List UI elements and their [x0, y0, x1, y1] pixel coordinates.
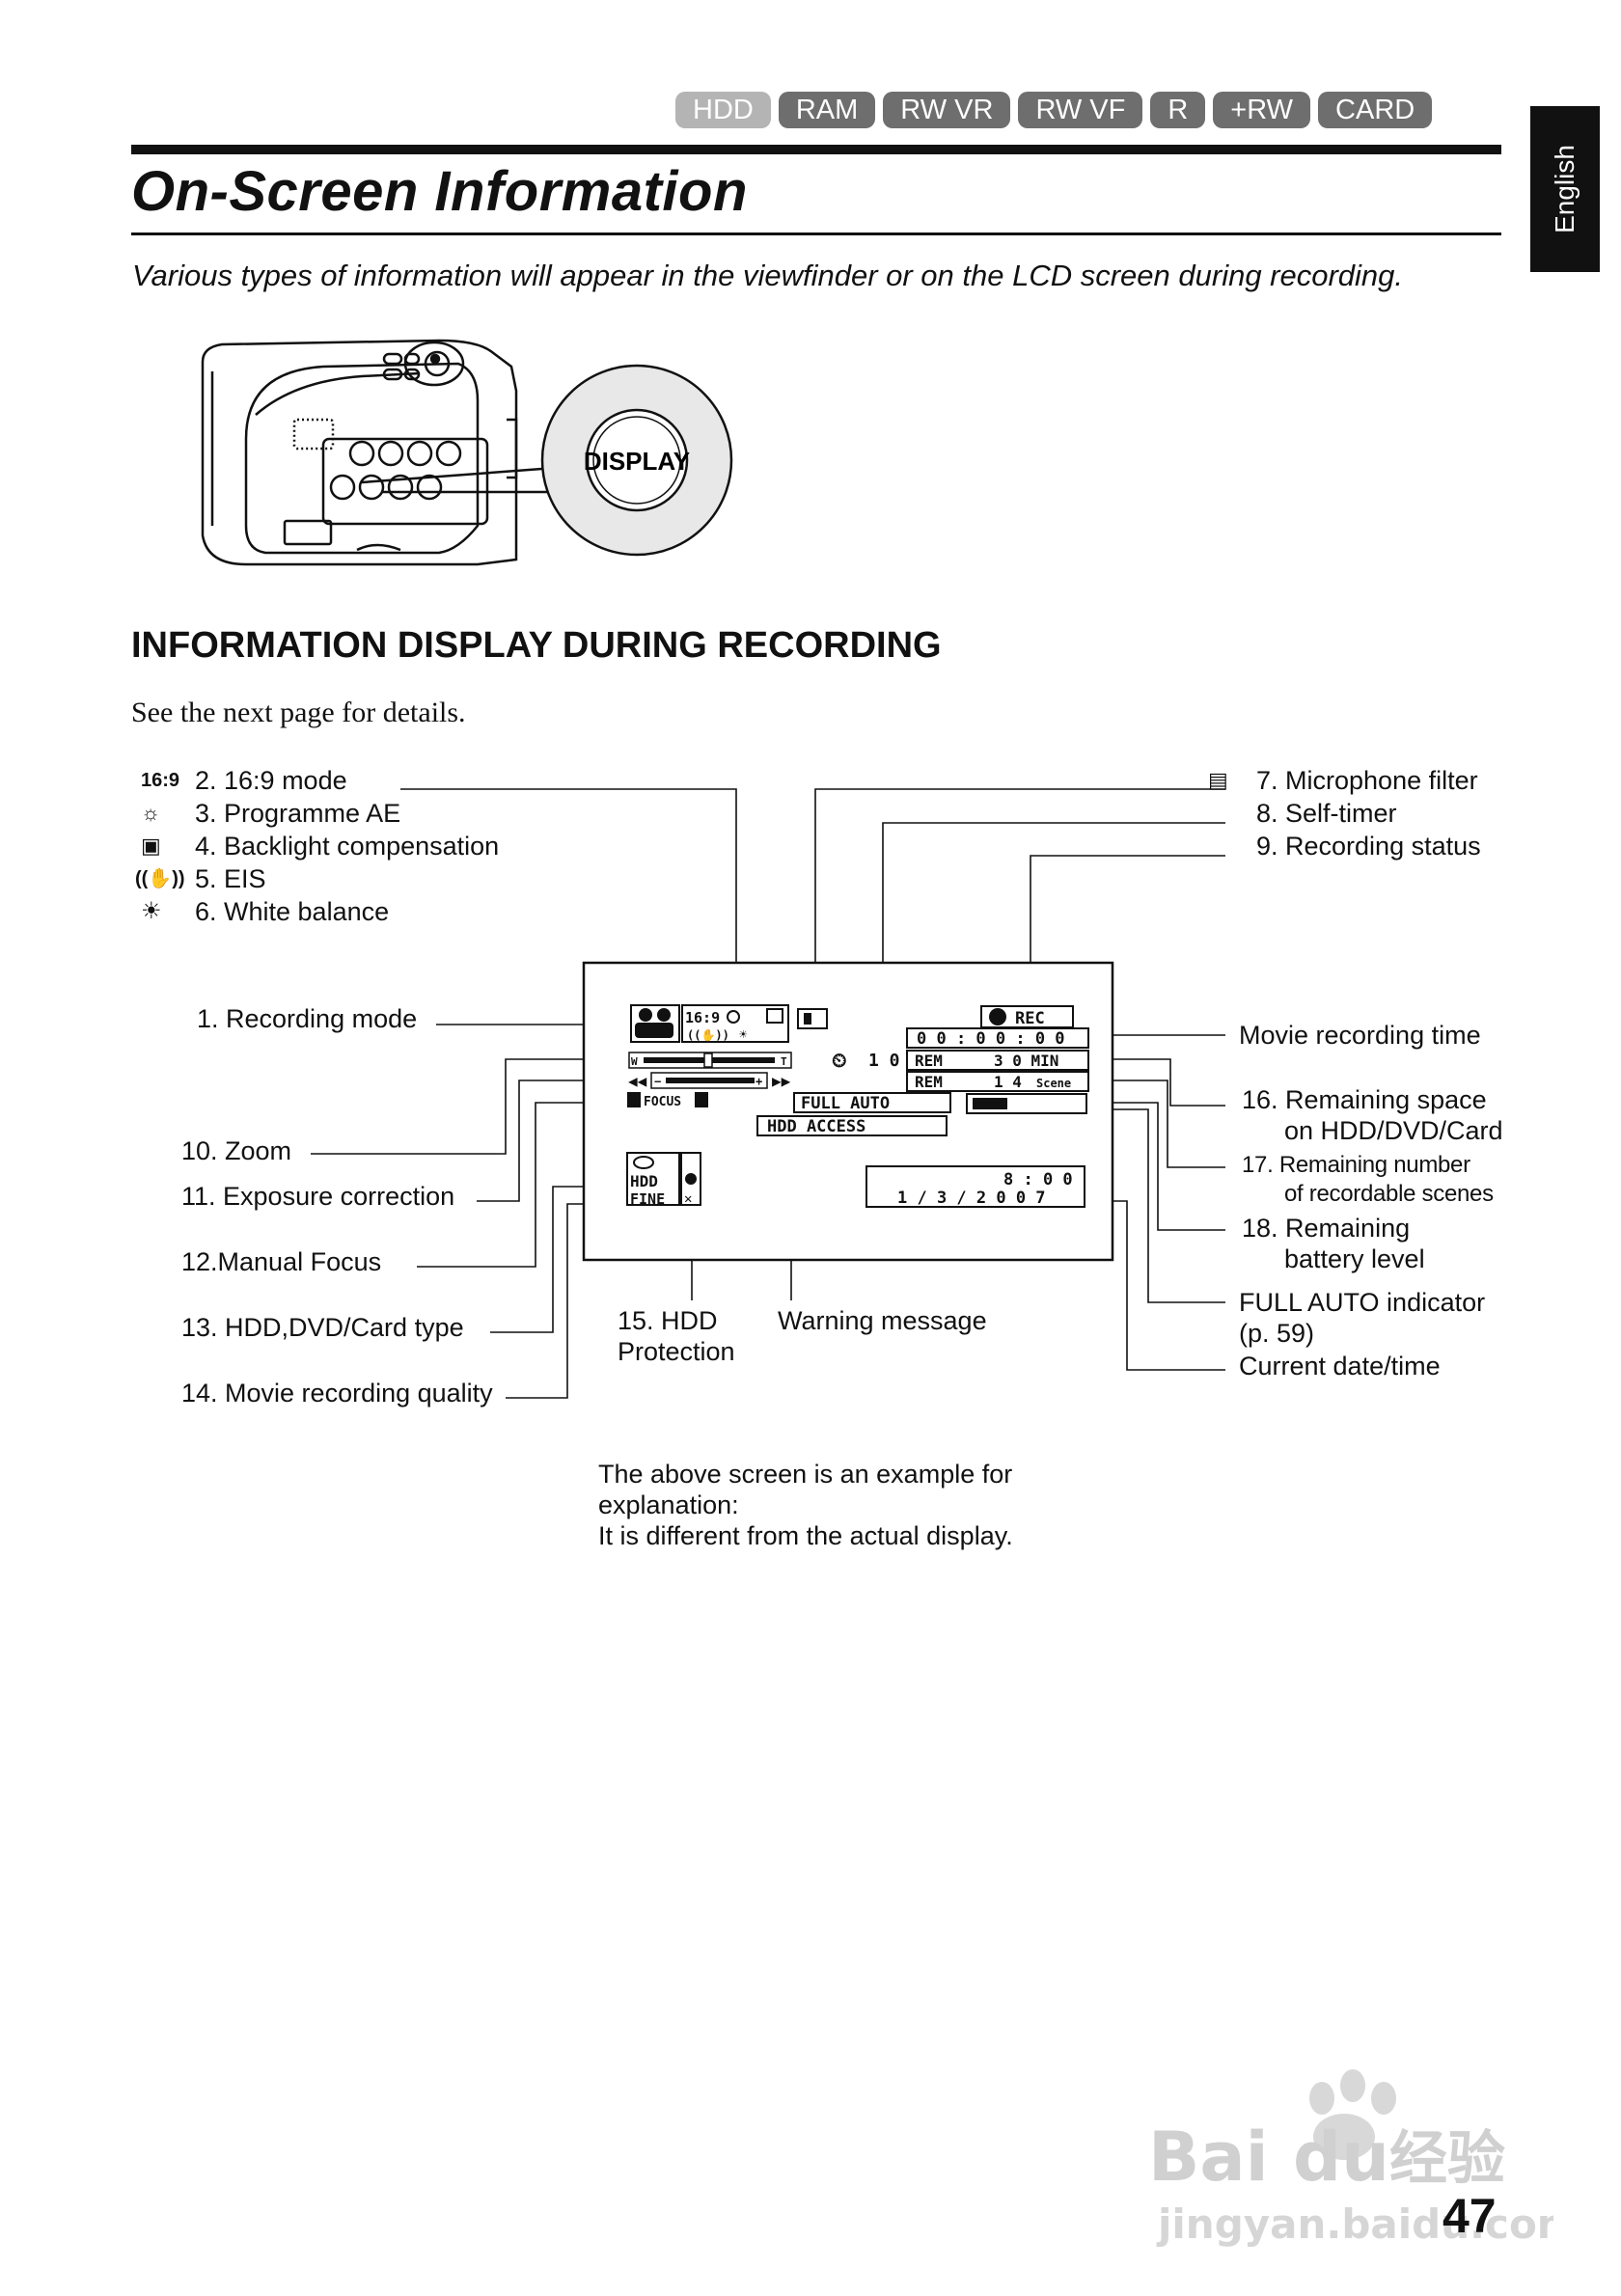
- tab-rw-vf: RW VF: [1018, 92, 1143, 128]
- eis-icon: ((✋)): [135, 868, 185, 889]
- label-recording-mode: 1. Recording mode: [197, 1004, 418, 1033]
- svg-text:☀: ☀: [739, 1027, 748, 1043]
- media-tabs: HDD RAM RW VR RW VF R +RW CARD: [675, 92, 1433, 128]
- label-remaining-scenes-2: of recordable scenes: [1284, 1181, 1494, 1207]
- watermark-url: jingyan.baidu.com: [1156, 2200, 1553, 2248]
- svg-text:✕: ✕: [684, 1191, 692, 1207]
- osd-full-auto-box: [793, 1092, 951, 1113]
- label-full-auto-1: FULL AUTO indicator: [1239, 1288, 1486, 1317]
- microphone-filter-icon: ▤: [1208, 768, 1228, 792]
- title-rule-thick: [131, 145, 1501, 154]
- label-remaining-space-1: 16. Remaining space: [1242, 1085, 1487, 1114]
- aspect-16-9-icon: 16:9: [141, 770, 180, 791]
- label-recording-status: 9. Recording status: [1256, 832, 1481, 861]
- label-backlight: 4. Backlight compensation: [195, 832, 500, 861]
- osd-hdd-access-box: [756, 1115, 948, 1136]
- watermark-cn: 经验: [1389, 2125, 1505, 2193]
- osd-aspect: 16:9: [685, 1009, 720, 1026]
- osd-exposure-bar: ◀◀ − + ▶▶: [628, 1072, 791, 1090]
- explanation-note: The above screen is an example for expla…: [598, 1459, 1013, 1551]
- display-button-label: DISPLAY: [584, 447, 690, 476]
- label-battery-2: battery level: [1284, 1244, 1425, 1273]
- osd-timecode: 0 0 : 0 0 : 0 0: [917, 1029, 1065, 1049]
- page-title: On-Screen Information: [131, 160, 748, 223]
- svg-text:FOCUS: FOCUS: [644, 1095, 681, 1109]
- osd-rem-min-label: REM: [915, 1052, 943, 1070]
- label-full-auto-2: (p. 59): [1239, 1319, 1315, 1348]
- tab-rw-vr: RW VR: [883, 92, 1011, 128]
- osd-mic-filter-icon: [797, 1008, 828, 1029]
- label-warning-message: Warning message: [778, 1306, 987, 1335]
- label-remaining-space-2: on HDD/DVD/Card: [1284, 1116, 1503, 1145]
- label-hdd-protection-1: 15. HDD: [618, 1306, 718, 1335]
- label-remaining-scenes-1: 17. Remaining number: [1242, 1152, 1470, 1178]
- svg-text:▶▶: ▶▶: [772, 1072, 791, 1090]
- label-zoom: 10. Zoom: [181, 1136, 292, 1165]
- tab-card: CARD: [1318, 92, 1433, 128]
- language-tab: English: [1530, 106, 1600, 272]
- label-date-time: Current date/time: [1239, 1352, 1441, 1380]
- label-movie-recording-time: Movie recording time: [1239, 1021, 1481, 1050]
- camcorder-illustration: DISPLAY: [201, 339, 733, 566]
- tab-ram: RAM: [778, 92, 876, 128]
- tab-hdd: HDD: [675, 92, 771, 128]
- svg-text:((✋)): ((✋)): [687, 1028, 729, 1042]
- label-exposure-correction: 11. Exposure correction: [181, 1182, 455, 1211]
- section-heading: INFORMATION DISPLAY DURING RECORDING: [131, 625, 942, 666]
- programme-ae-icon: ☼: [141, 801, 161, 825]
- intro-text: Various types of information will appear…: [132, 259, 1404, 292]
- label-eis: 5. EIS: [195, 864, 266, 893]
- label-programme-ae: 3. Programme AE: [195, 799, 401, 828]
- osd-quality: FINE: [630, 1190, 665, 1208]
- svg-text:+: +: [756, 1075, 762, 1088]
- osd-date: 1 / 3 / 2 0 0 7: [897, 1189, 1046, 1208]
- svg-text:◀◀: ◀◀: [628, 1072, 647, 1090]
- osd-rec: REC: [1015, 1009, 1045, 1028]
- white-balance-icon: ☀: [141, 898, 162, 924]
- recording-mode-icon: [630, 1004, 680, 1043]
- page-number: 47: [1442, 2189, 1497, 2243]
- osd-self-timer-icon: ⏲: [832, 1049, 847, 1072]
- label-battery-1: 18. Remaining: [1242, 1214, 1411, 1243]
- note-line-3: It is different from the actual display.: [598, 1521, 1013, 1550]
- backlight-icon: ▣: [141, 834, 161, 858]
- label-hdd-protection-2: Protection: [618, 1337, 735, 1366]
- label-self-timer: 8. Self-timer: [1256, 799, 1397, 828]
- osd-scene-word: Scene: [1036, 1077, 1071, 1090]
- svg-text:−: −: [654, 1075, 661, 1088]
- osd-rem-min-value: 3 0 MIN: [994, 1052, 1058, 1070]
- see-next-text: See the next page for details.: [131, 697, 466, 728]
- label-media-type: 13. HDD,DVD/Card type: [181, 1313, 464, 1342]
- title-rule-thin: [131, 232, 1501, 235]
- label-white-balance: 6. White balance: [195, 897, 390, 926]
- note-line-2: explanation:: [598, 1490, 739, 1519]
- settings-icons-cluster: 16:9 ((✋)) ☀: [681, 1004, 789, 1043]
- label-manual-focus: 12.Manual Focus: [181, 1247, 382, 1276]
- osd-media: HDD: [630, 1172, 658, 1190]
- svg-text:W: W: [631, 1055, 638, 1068]
- osd-self-timer: 1 0: [868, 1051, 900, 1071]
- osd-zoom-bar: W T: [628, 1052, 792, 1069]
- watermark-brand2: du: [1293, 2118, 1389, 2197]
- watermark-brand: Bai: [1148, 2118, 1269, 2197]
- note-line-1: The above screen is an example for: [598, 1460, 1013, 1489]
- osd-datetime-box: [865, 1165, 1085, 1208]
- label-microphone-filter: 7. Microphone filter: [1256, 766, 1478, 795]
- osd-rem-scene-label: REM: [915, 1073, 943, 1091]
- osd-hdd-access: HDD ACCESS: [767, 1117, 865, 1136]
- osd-manual-focus: FOCUS: [627, 1092, 708, 1109]
- tab-plus-rw: +RW: [1213, 92, 1311, 128]
- label-16-9-mode: 2. 16:9 mode: [195, 766, 347, 795]
- baidu-watermark: Bai du 经验 jingyan.baidu.com: [1148, 2069, 1553, 2248]
- osd-time: 8 : 0 0: [1003, 1170, 1073, 1189]
- osd-full-auto: FULL AUTO: [801, 1094, 890, 1113]
- svg-text:T: T: [781, 1055, 787, 1068]
- label-recording-quality: 14. Movie recording quality: [181, 1379, 493, 1408]
- osd-rem-scene-value: 1 4: [994, 1073, 1022, 1091]
- tab-r: R: [1150, 92, 1206, 128]
